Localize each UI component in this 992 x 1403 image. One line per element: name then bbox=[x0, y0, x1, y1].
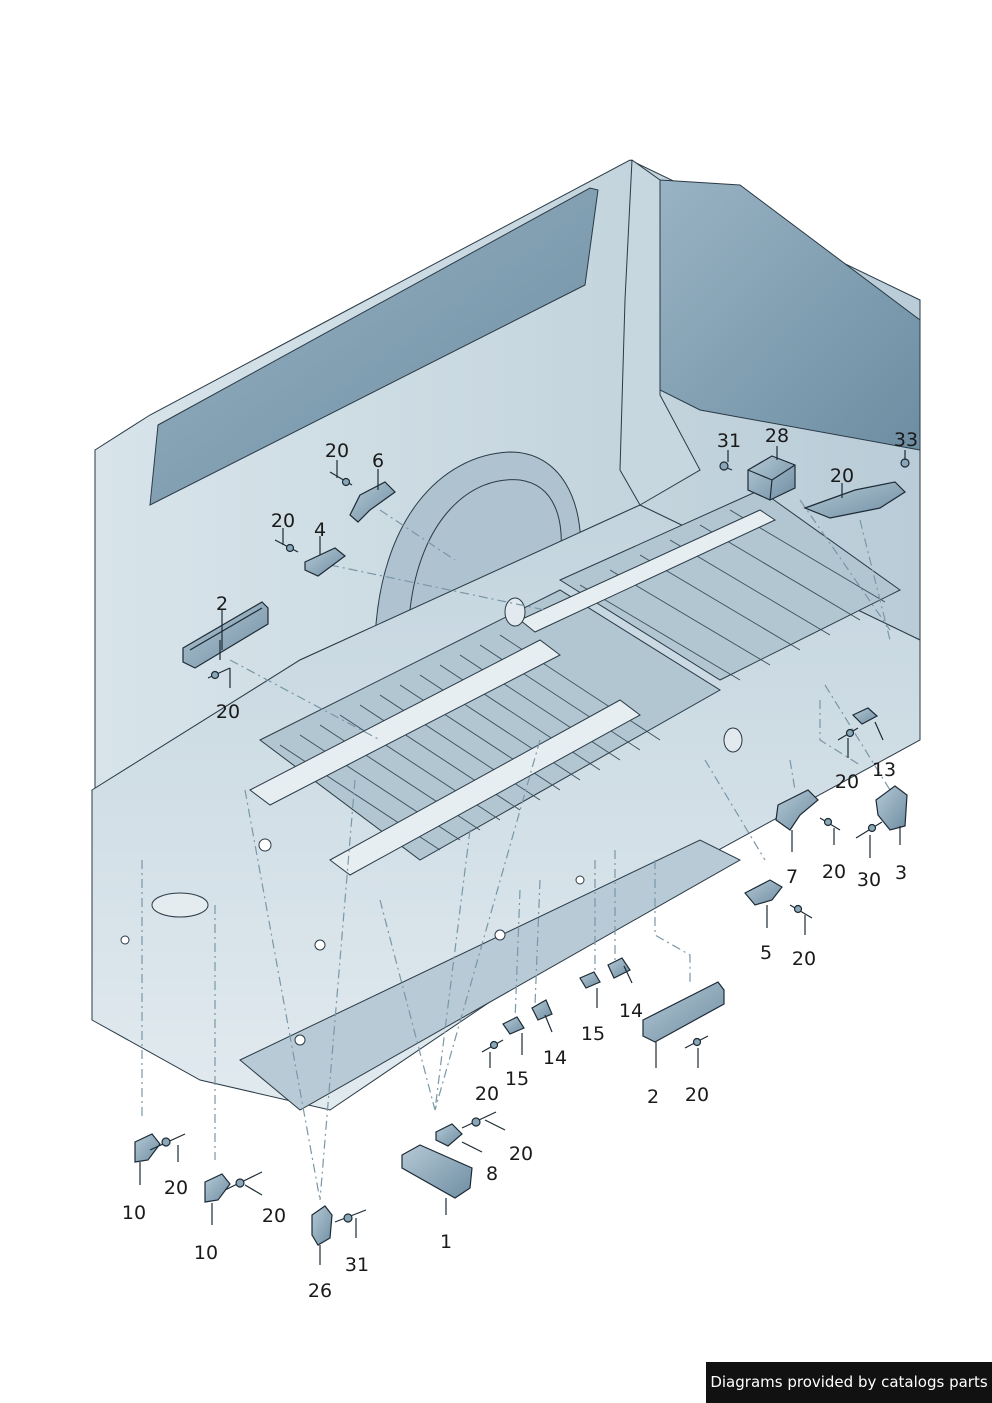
callout-labels: 1 2 2 3 4 5 6 7 8 10 10 13 14 14 15 15 2… bbox=[122, 425, 918, 1302]
callout-label: 20 bbox=[792, 948, 816, 970]
callout-label: 15 bbox=[581, 1023, 605, 1045]
callout-label: 28 bbox=[765, 425, 789, 447]
callout-label: 3 bbox=[895, 862, 907, 884]
callout-label: 20 bbox=[822, 861, 846, 883]
callout-label: 2 bbox=[647, 1086, 659, 1108]
callout-label: 6 bbox=[372, 450, 384, 472]
callout-label: 20 bbox=[164, 1177, 188, 1199]
callout-label: 20 bbox=[685, 1084, 709, 1106]
callout-label: 26 bbox=[308, 1280, 332, 1302]
callout-label: 20 bbox=[509, 1143, 533, 1165]
callout-label: 7 bbox=[786, 866, 798, 888]
callout-label: 5 bbox=[760, 942, 772, 964]
callout-label: 33 bbox=[894, 429, 918, 451]
callout-label: 1 bbox=[440, 1231, 452, 1253]
callout-label: 13 bbox=[872, 759, 896, 781]
callout-ticks bbox=[139, 446, 906, 1265]
callout-label: 20 bbox=[830, 465, 854, 487]
parts bbox=[134, 455, 910, 1246]
callout-label: 20 bbox=[216, 701, 240, 723]
callout-label: 4 bbox=[314, 519, 326, 541]
callout-label: 10 bbox=[194, 1242, 218, 1264]
credit-banner: Diagrams provided by catalogs parts bbox=[706, 1362, 992, 1403]
callout-label: 31 bbox=[717, 430, 741, 452]
callout-label: 14 bbox=[619, 1000, 643, 1022]
callout-label: 2 bbox=[216, 593, 228, 615]
callout-label: 20 bbox=[325, 440, 349, 462]
callout-label: 15 bbox=[505, 1068, 529, 1090]
callout-label: 8 bbox=[486, 1163, 498, 1185]
leader-lines bbox=[141, 499, 891, 1201]
callout-label: 30 bbox=[857, 869, 881, 891]
vehicle-body bbox=[91, 159, 921, 1111]
screw-icons bbox=[149, 471, 883, 1223]
callout-label: 20 bbox=[262, 1205, 286, 1227]
callout-label: 20 bbox=[475, 1083, 499, 1105]
callout-label: 31 bbox=[345, 1254, 369, 1276]
callout-label: 10 bbox=[122, 1202, 146, 1224]
callout-label: 20 bbox=[271, 510, 295, 532]
callout-label: 20 bbox=[835, 771, 859, 793]
callout-label: 14 bbox=[543, 1047, 567, 1069]
